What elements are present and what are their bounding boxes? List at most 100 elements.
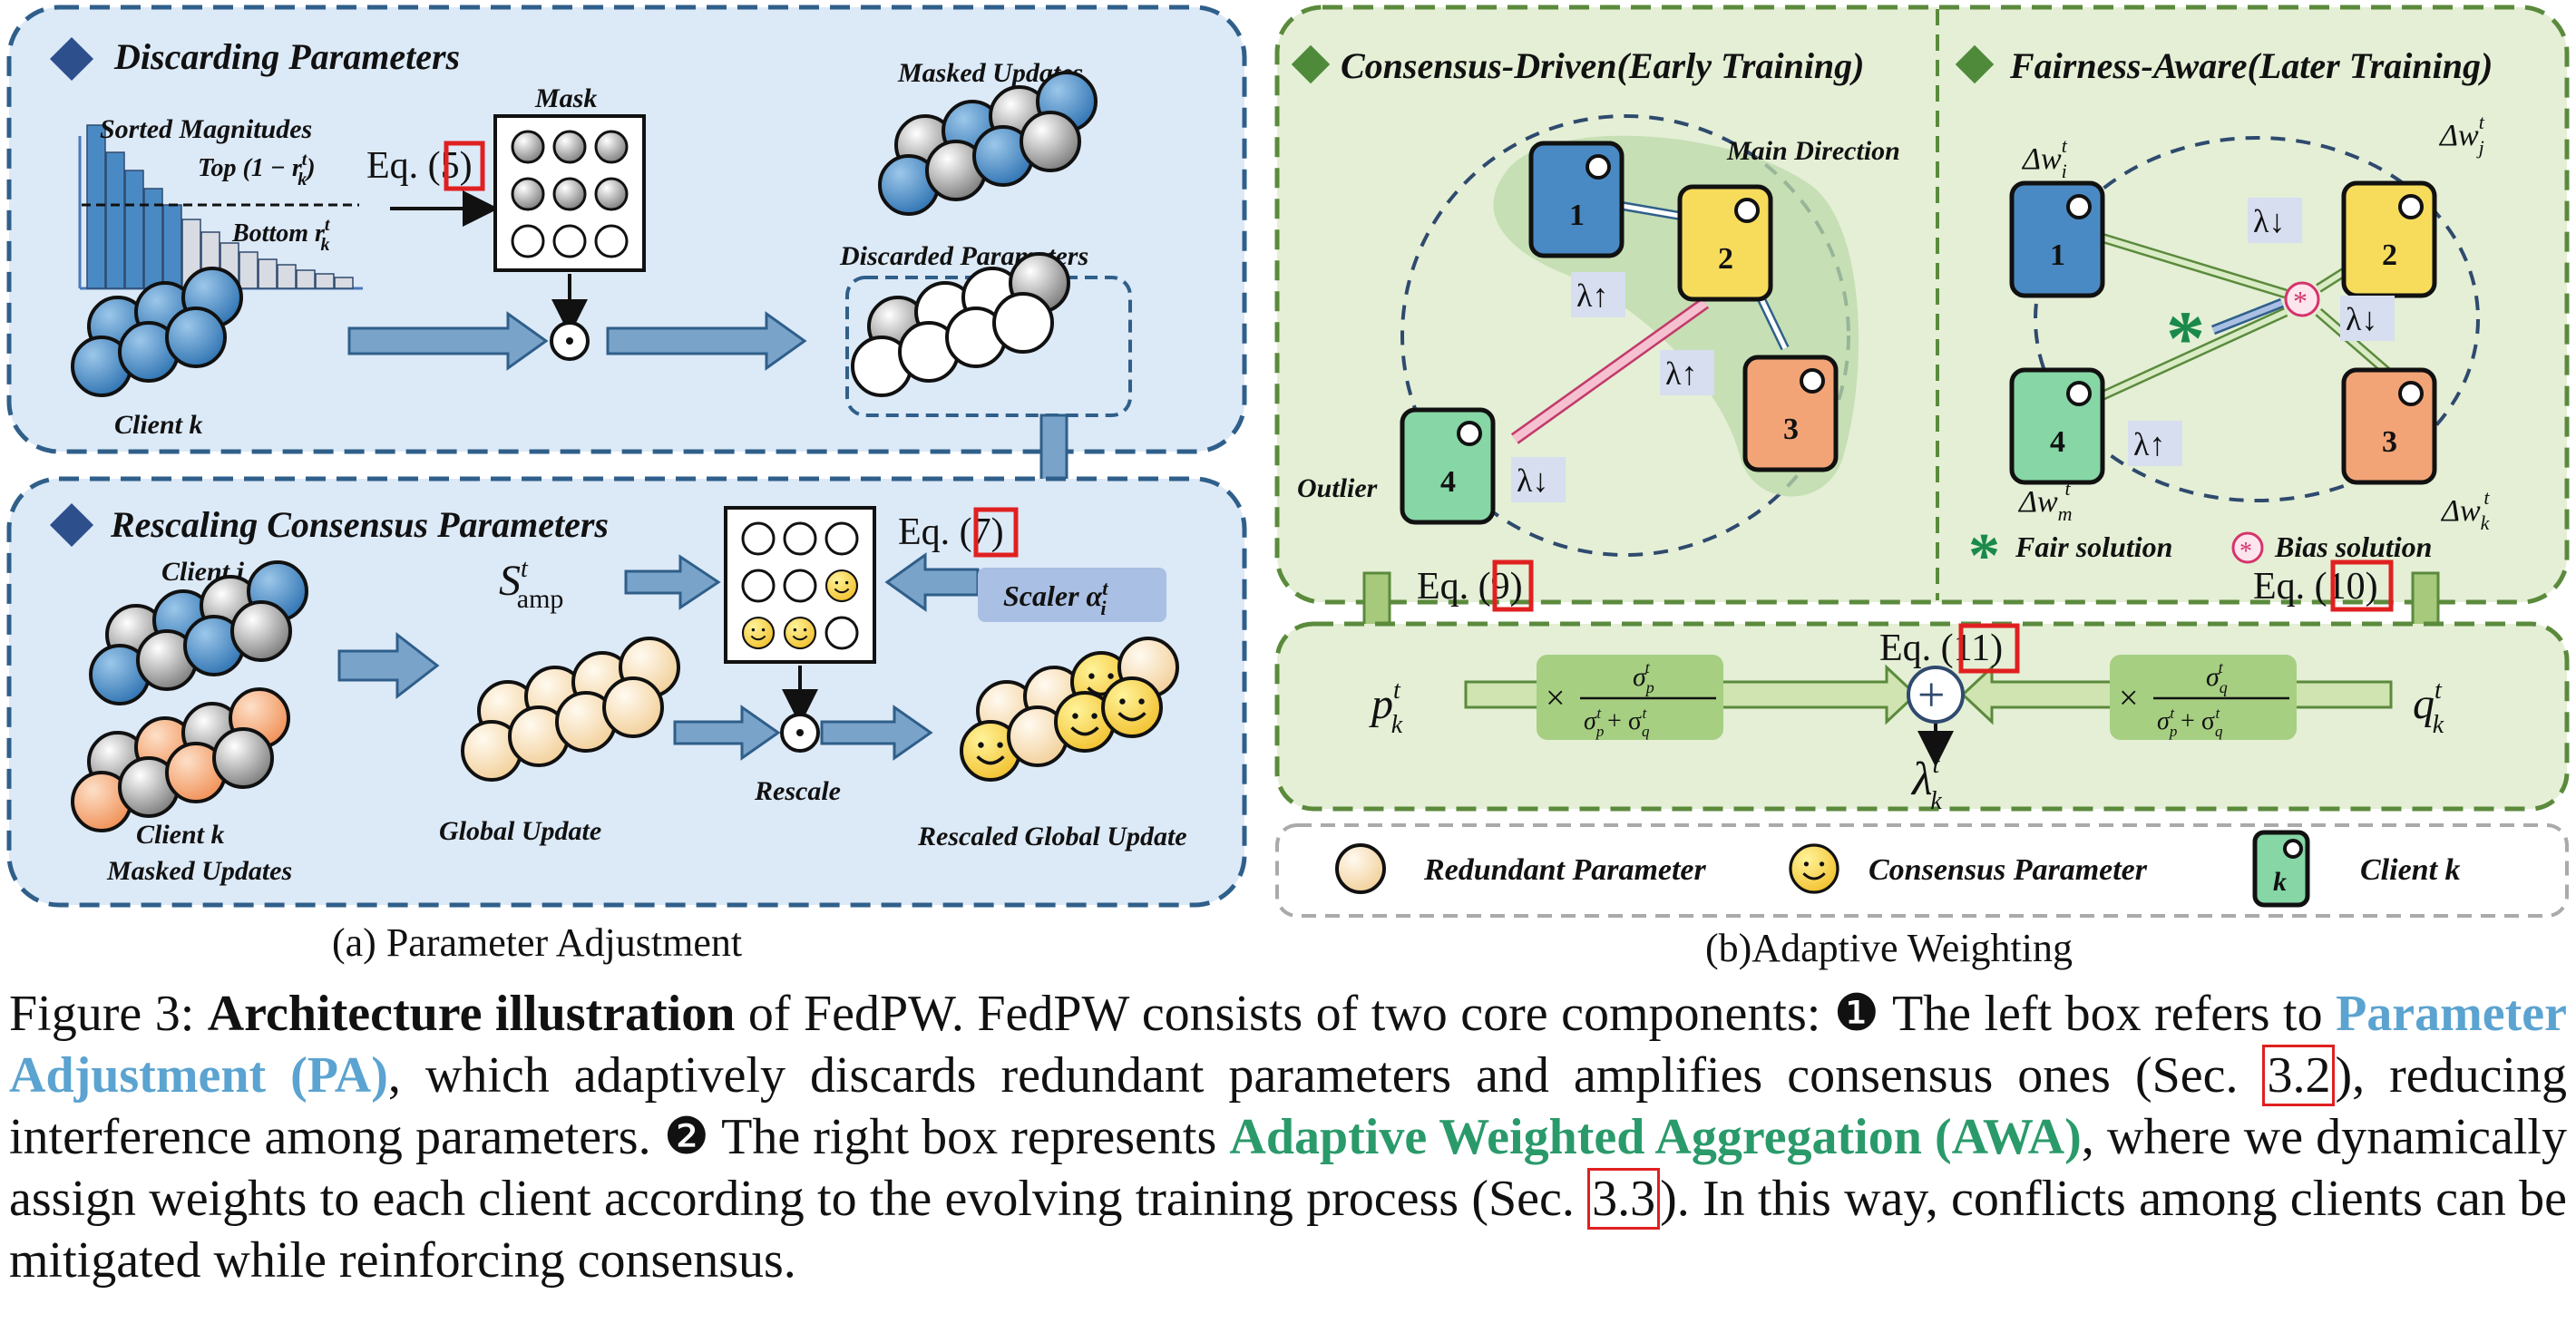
rescaled-disc-smile-eye	[978, 742, 984, 748]
consensus-client-1-dot	[1586, 154, 1611, 180]
eq5-label: Eq. (5)	[366, 145, 473, 187]
consensus-cell-eye	[793, 627, 797, 632]
dw-k-label: Δwkt	[2440, 486, 2491, 534]
right-subcaption: (b)Adaptive Weighting	[1705, 926, 2073, 970]
consensus-cell	[825, 569, 859, 603]
consensus-cell-eye	[834, 580, 839, 585]
fair-client-2-label: 2	[2382, 238, 2397, 272]
client-k-label: Client k	[114, 410, 203, 440]
consensus-cell	[825, 616, 859, 650]
rescaled-disc-smile-eye	[1088, 673, 1095, 679]
elementwise-mult-dot	[566, 337, 573, 345]
fair-legend-label: Fair solution	[2015, 530, 2172, 563]
fairness-clients: 1 2 3 4	[2009, 180, 2437, 485]
p-weight-times: ×	[1546, 679, 1565, 717]
legend-consensus-label: Consensus Parameter	[1869, 853, 2148, 887]
consensus-cell-mouth	[792, 635, 808, 641]
mask-label: Mask	[534, 83, 597, 113]
mask-cell	[552, 177, 587, 211]
fair-client-3-label: 3	[2382, 425, 2397, 459]
eq5-ref: 5	[441, 145, 460, 187]
rescaled-global-discs	[960, 637, 1179, 782]
discard-title-diamond	[49, 36, 94, 82]
q-weight-times: ×	[2119, 679, 2138, 717]
consensus-title-diamond	[1291, 44, 1331, 84]
consensus-cell	[783, 569, 817, 603]
dw-m-label: Δwmt	[2017, 477, 2073, 525]
fair-client-2-dot	[2398, 194, 2424, 219]
fair-client-4-label: 4	[2050, 425, 2065, 459]
consensus-cell-eye	[803, 627, 807, 632]
rescaled-disc-smile-eye	[1138, 698, 1145, 705]
consensus-cell	[741, 616, 776, 650]
consensus-client-2-dot	[1734, 198, 1760, 223]
mult-to-discarded-arrow	[606, 311, 807, 371]
main-direction-label: Main Direction	[1726, 136, 1900, 166]
eq9-ref-box	[1492, 559, 1534, 612]
legend-smile-mouth	[1802, 872, 1826, 880]
dw-j-label: Δwjt	[2438, 111, 2485, 159]
fair-client-1-label: 1	[2050, 238, 2065, 272]
discarded-discs	[851, 252, 1070, 397]
rescaled-disc-smile-eye	[1119, 698, 1126, 705]
bias-legend-marker	[2231, 531, 2264, 564]
consensus-cell	[741, 521, 776, 556]
hist-bar	[258, 258, 278, 289]
bias-solution-star: *	[2293, 285, 2308, 317]
consensus-cell	[783, 616, 817, 650]
masked-disc	[1020, 111, 1081, 172]
scaler-box	[978, 568, 1166, 622]
fair-lambda-down-badge-2	[2340, 296, 2395, 341]
fair-link-inner	[2317, 309, 2389, 375]
eq5-ref-box	[444, 141, 485, 191]
fair-to-bias-link-inner	[2211, 300, 2284, 333]
section-ref-1[interactable]: 3.2	[2262, 1045, 2336, 1106]
client-k2-label: Client k	[136, 820, 225, 850]
eq11-label: Eq. (11)	[1879, 627, 2003, 669]
consensus-cells	[741, 521, 859, 650]
rescale-title-diamond	[49, 502, 94, 548]
section-ref-2[interactable]: 3.3	[1587, 1168, 1661, 1230]
q-weight-num: σqt	[2206, 658, 2228, 696]
samp-to-grid-arrow	[624, 554, 721, 610]
link-2-3-inner	[1759, 297, 1788, 350]
masked-updates2-label: Masked Updates	[106, 856, 292, 886]
legend-client-label: Client k	[2360, 853, 2461, 887]
left-subcaption: (a) Parameter Adjustment	[332, 920, 742, 965]
rescaled-disc-smile-mouth	[1117, 712, 1147, 722]
consensus-client-4-label: 4	[1440, 465, 1456, 499]
consensus-cell-eye	[751, 627, 756, 632]
hist-bar	[162, 204, 182, 289]
bias-legend-label: Bias solution	[2274, 530, 2432, 563]
rescaled-disc-smile-eye	[1107, 673, 1114, 679]
fair-client-4-dot	[2066, 381, 2092, 406]
eq10-label: Eq. (10)	[2253, 566, 2378, 608]
client-k-orange-discs	[71, 687, 290, 832]
mask-cell	[594, 177, 629, 211]
rescaled-disc-smile-eye	[1072, 713, 1078, 719]
lambda-up-1: λ↑	[1576, 277, 1608, 314]
consensus-cell-mouth	[834, 588, 850, 594]
lambda-up-2: λ↑	[1665, 355, 1697, 392]
rescaled-disc-smile-mouth	[976, 755, 1005, 765]
client-k-updates	[71, 267, 243, 397]
consensus-cell-eye	[844, 580, 849, 585]
hist-bar	[105, 151, 125, 289]
eq7-label: Eq. (7)	[898, 511, 1004, 553]
q-weight-den: σpt + σqt	[2157, 705, 2223, 740]
legend-box	[1275, 823, 2569, 918]
mask-cell	[511, 224, 545, 258]
eq7-ref-box	[973, 507, 1019, 558]
fair-lambda-up-badge	[2128, 421, 2182, 466]
rescale-to-result-arrow	[820, 705, 933, 761]
outlier-label: Outlier	[1297, 473, 1378, 503]
hist-bar	[239, 251, 259, 289]
bias-solution-marker	[2284, 281, 2320, 317]
client-j-discs	[89, 560, 308, 705]
masked-updates-discs	[878, 71, 1098, 216]
consensus-cell-mouth	[750, 635, 766, 641]
